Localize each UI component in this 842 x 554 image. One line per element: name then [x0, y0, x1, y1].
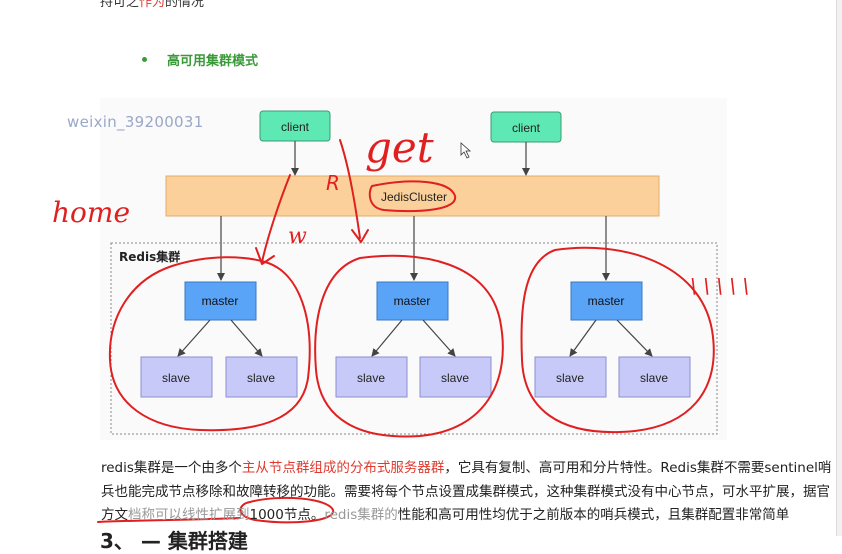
slave-node-3a: slave	[534, 356, 607, 398]
paragraph-line-3: 方文档称可以线性扩展到1000节点。redis集群的性能和高可用性均优于之前版本…	[101, 507, 790, 523]
svg-text:slave: slave	[441, 371, 469, 385]
jediscluster-bar: JedisCluster	[165, 175, 660, 217]
slave-node-2b: slave	[419, 356, 492, 398]
handwritten-annotations	[97, 139, 715, 524]
svg-text:master: master	[394, 294, 431, 308]
slave-node-1b: slave	[225, 356, 298, 398]
paragraph-line-2: 兵也能完成节点移除和故障转移的功能。需要将每个节点设置成集群模式，这种集群模式没…	[101, 484, 830, 500]
svg-text:master: master	[588, 294, 625, 308]
svg-text:master: master	[202, 294, 239, 308]
annotation-circle-3	[520, 246, 715, 434]
redis-cluster-group	[110, 242, 718, 435]
svg-text:slave: slave	[640, 371, 668, 385]
redis-cluster-title: Redis集群	[119, 249, 180, 264]
header-text: 持可之作为的情况	[100, 0, 205, 8]
slave-node-1a: slave	[140, 356, 213, 398]
bullet-label: 高可用集群模式	[167, 54, 259, 69]
client-node-left: client	[259, 110, 331, 142]
annotation-circle-1	[108, 256, 311, 432]
mouse-cursor-icon	[460, 142, 472, 159]
master-node-3: master	[570, 281, 643, 321]
annotation-r: R	[326, 171, 340, 195]
scrollbar[interactable]	[836, 0, 842, 536]
annotation-w: w	[288, 224, 307, 249]
client-node-right: client	[490, 111, 562, 143]
svg-text:slave: slave	[162, 371, 190, 385]
svg-text:slave: slave	[357, 371, 385, 385]
master-node-1: master	[184, 281, 257, 321]
client-label: client	[512, 121, 541, 135]
bullet-item: 高可用集群模式	[142, 50, 258, 69]
jediscluster-label: JedisCluster	[381, 190, 447, 204]
annotation-circle-2	[314, 254, 504, 438]
annotation-circle-1000	[239, 496, 334, 524]
annotation-get: get	[365, 123, 434, 172]
paragraph-line-1: redis集群是一个由多个主从节点群组成的分布式服务器群，它具有复制、高可用和分…	[101, 460, 832, 476]
annotation-circle-jediscluster	[368, 180, 457, 213]
master-node-2: master	[376, 281, 449, 321]
watermark: weixin_39200031	[67, 113, 204, 131]
svg-text:slave: slave	[556, 371, 584, 385]
bullet-dot-icon	[142, 57, 147, 62]
annotation-dots: \ \ \ \ \	[690, 274, 749, 298]
cluster-diagram: client client JedisCluster Redis集群 maste…	[52, 110, 750, 524]
slave-node-3b: slave	[618, 356, 691, 398]
annotation-underline	[97, 517, 241, 523]
cut-off-header: 持可之作为的情况	[0, 0, 842, 8]
client-label: client	[281, 120, 310, 134]
svg-text:slave: slave	[247, 371, 275, 385]
next-heading: 3、 — 集群搭建	[100, 529, 248, 553]
annotation-home: home	[52, 196, 130, 229]
slave-node-2a: slave	[335, 356, 408, 398]
